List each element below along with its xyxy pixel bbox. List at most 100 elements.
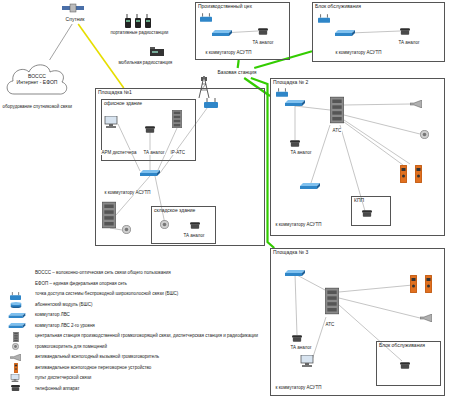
- wire: [312, 317, 326, 360]
- node-text: офисное здание: [102, 100, 144, 108]
- node-text: КПП: [352, 197, 366, 205]
- switch-icon: [300, 183, 320, 189]
- wire: [344, 122, 403, 165]
- access-point-icon: [204, 98, 218, 108]
- wire: [295, 274, 325, 290]
- equipment-label: к коммутатору АСУТП: [275, 222, 322, 227]
- node-text: Интернет - ЕФОП: [16, 80, 59, 86]
- legend-text: коммутатор ЛВС: [35, 312, 70, 317]
- tower-icon: [199, 76, 209, 98]
- wire: [295, 274, 297, 335]
- intercom-icon: [425, 275, 432, 293]
- equipment-label: к коммутатору АСУТП: [335, 50, 382, 55]
- phone-icon: [258, 28, 268, 35]
- node-text: Базовая станция: [216, 70, 257, 76]
- legend-text: абонентский модуль (БШС): [35, 302, 92, 307]
- area-box: Площадка №1офисное зданиескладское здани…: [95, 88, 265, 246]
- node-text: Площадка № 3: [271, 249, 310, 257]
- access-point-icon: [200, 13, 212, 22]
- satellite-icon: [62, 4, 84, 12]
- equipment-label: портативные радиостанции: [110, 30, 169, 35]
- intercom-icon: [410, 275, 417, 293]
- area-box: Площадка № 2 КПП: [270, 78, 445, 236]
- access-point-icon: [318, 14, 330, 23]
- wire: [339, 298, 420, 318]
- switch-icon: [140, 170, 160, 176]
- phone-icon: [190, 222, 200, 229]
- intercom-icon: [400, 165, 407, 183]
- speaker-icon: [420, 130, 428, 138]
- wire: [350, 31, 400, 33]
- legend-text: коммутатор ЛВС 2-го уровня: [35, 323, 95, 328]
- phone-icon: [290, 140, 300, 147]
- wire: [160, 104, 210, 173]
- equipment-label: АРМ диспетчера: [101, 150, 137, 155]
- wire: [339, 285, 413, 292]
- node-text: Площадка № 2: [271, 79, 310, 87]
- wire: [118, 124, 140, 171]
- cloud-outline: [7, 65, 67, 94]
- equipment-label: ТА аналог: [290, 150, 312, 155]
- wire: [344, 115, 420, 134]
- radio-icon: [125, 14, 131, 28]
- equipment-label: мобильная радиостанция: [118, 60, 173, 65]
- area-box: складское здание: [151, 206, 216, 244]
- radio-icon: [135, 14, 141, 28]
- legend-rack: [13, 332, 18, 342]
- legend-switch: [9, 313, 26, 318]
- phone-icon: [400, 362, 410, 369]
- horn-speaker-icon: [420, 314, 432, 322]
- rack-icon: [325, 288, 339, 314]
- wire: [344, 120, 410, 164]
- area-box: Блок обслуживания: [376, 341, 441, 386]
- legend-subscriber-module: [11, 302, 22, 308]
- legend-text: точка доступа системы беспроводной широк…: [35, 291, 178, 296]
- legend-horn: [10, 354, 21, 361]
- pc-icon: [105, 116, 117, 128]
- node-text: складское здание: [152, 207, 197, 215]
- wire: [110, 228, 122, 230]
- equipment-label: оборудование спутниковой связи: [2, 104, 73, 109]
- equipment-label: ТА аналог: [290, 345, 312, 350]
- equipment-label: ТА аналог: [183, 233, 205, 238]
- legend-text: центральная станция производственной гро…: [35, 333, 258, 338]
- legend-phone: [11, 385, 20, 391]
- equipment-label: АТС: [325, 322, 335, 327]
- wire: [339, 305, 402, 361]
- equipment-label: ТА аналог: [398, 40, 420, 45]
- equipment-wires: [110, 31, 420, 361]
- legend-text: громкоговоритель для помещений: [35, 344, 107, 349]
- switch-icon: [212, 30, 232, 36]
- wire: [295, 106, 296, 140]
- equipment-label: к коммутатору АСУТП: [275, 385, 322, 390]
- legend-text: пульт диспетчерской связи: [35, 375, 91, 380]
- speaker-icon: [122, 225, 130, 233]
- legend-text: антивандальный всепогодный вызывной гром…: [35, 354, 159, 359]
- wire: [295, 106, 330, 110]
- equipment-label: АТС: [332, 128, 342, 133]
- area-box: Площадка № 3 Блок обслуживания: [270, 248, 445, 396]
- equipment-label: ТА аналог: [143, 150, 165, 155]
- equipment-label-node: Спутник: [58, 15, 92, 24]
- cloud-node: ВОСССИнтернет - ЕФОП: [4, 60, 70, 100]
- wire: [310, 125, 330, 186]
- switch-icon: [285, 100, 305, 106]
- legend-access-point: [10, 292, 21, 300]
- legend-text: ЕФОП – единая федеральная опорная сеть: [35, 281, 127, 286]
- legend-text: телефонный аппарат: [35, 386, 80, 391]
- legend-switch-l2: [9, 323, 26, 328]
- access-point-icon: [276, 88, 288, 97]
- phone-icon: [292, 335, 302, 342]
- wire: [344, 104, 410, 105]
- switch-icon: [285, 270, 305, 276]
- phone-icon: [145, 126, 155, 133]
- rack-icon: [102, 202, 116, 228]
- rack-icon: [330, 97, 344, 123]
- wire: [158, 128, 177, 170]
- satellite-link: [50, 24, 73, 60]
- radio-link: [238, 60, 239, 68]
- node-text: Блок обслуживания: [377, 342, 427, 350]
- legend-speaker: [12, 343, 18, 349]
- radio-icon: [145, 14, 151, 28]
